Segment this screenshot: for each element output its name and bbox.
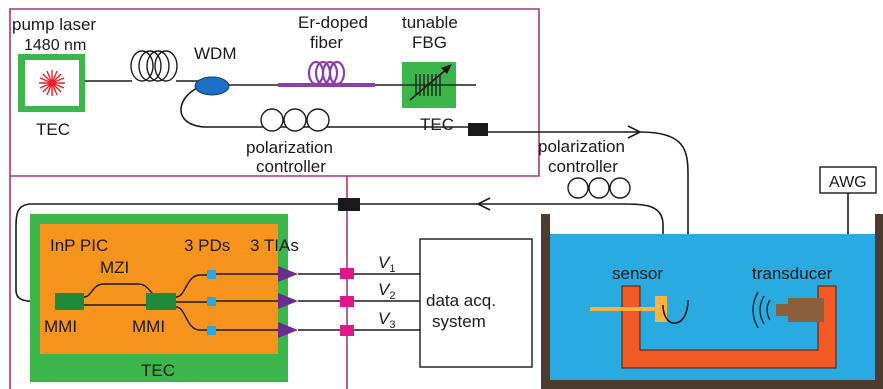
signal-connector-1 [340, 268, 354, 279]
tia-signal-lines [216, 273, 420, 331]
photodiode-3 [207, 326, 216, 335]
polarization-label-right: polarization [538, 137, 625, 156]
fiber-connector-mid [338, 198, 360, 211]
wdm-coupler [194, 76, 230, 96]
tunable-label: tunable [402, 13, 458, 32]
sensor-element [655, 296, 667, 322]
enclosure-outline [9, 8, 540, 389]
daq-box [419, 238, 533, 368]
v2-label: V2 [378, 280, 395, 302]
inp-pic-assembly [30, 214, 288, 382]
v2-subscript: 2 [389, 290, 395, 302]
awg-box [819, 166, 877, 194]
fbg-label: FBG [412, 33, 447, 52]
tia-3 [278, 322, 298, 338]
pump-tec-label: TEC [36, 120, 70, 139]
v3-subscript: 3 [389, 319, 395, 331]
v1-subscript: 1 [389, 263, 395, 275]
tia-1 [278, 266, 298, 282]
fiber-coil-pump [130, 50, 178, 82]
tunable-fbg [402, 62, 456, 108]
fiber-connector-top [468, 123, 488, 136]
mzi-label: MZI [100, 258, 129, 277]
polarization-controller-right-paddles [567, 177, 631, 199]
erbium-doped-fiber [278, 60, 375, 87]
tia-2 [278, 293, 298, 309]
daq-label-line1: data acq. [426, 291, 496, 310]
er-doped-label-line2: fiber [310, 33, 343, 52]
sensor-label: sensor [612, 264, 663, 283]
acoustic-waves-icon [752, 291, 771, 329]
v1-label: V1 [378, 253, 395, 275]
laser-burst-icon [39, 70, 65, 96]
tias-label: 3 TIAs [250, 236, 299, 255]
photodiode-1 [207, 270, 216, 279]
tuning-arrow-icon [409, 67, 449, 101]
er-doped-label-line1: Er-doped [298, 13, 368, 32]
daq-label-line2: system [432, 312, 486, 331]
controller-label-top: controller [256, 157, 326, 176]
polarization-label-top: polarization [246, 138, 333, 157]
polarization-controller-top-paddles [260, 108, 330, 132]
inp-pic-label: InP PIC [50, 236, 108, 255]
awg-label: AWG [829, 174, 867, 191]
pump-laser [18, 54, 85, 112]
transducer-label: transducer [752, 264, 833, 283]
photodiode-2 [207, 297, 216, 306]
controller-label-right: controller [548, 157, 618, 176]
mmi-right [146, 293, 176, 310]
v3-label: V3 [378, 309, 395, 331]
water-tank [541, 214, 883, 389]
fbg-tec-label: TEC [420, 115, 454, 134]
pump-laser-label: pump laser [12, 15, 96, 34]
pic-tec-label: TEC [141, 361, 175, 380]
mmi-left-label: MMI [44, 317, 77, 336]
mmi-right-label: MMI [132, 317, 165, 336]
pds-label: 3 PDs [184, 236, 230, 255]
pump-wavelength-label: 1480 nm [24, 37, 86, 54]
mmi-left [55, 293, 84, 310]
signal-connector-2 [340, 296, 354, 307]
signal-connector-3 [340, 325, 354, 336]
transducer-element [788, 298, 824, 322]
wdm-label: WDM [194, 44, 236, 63]
